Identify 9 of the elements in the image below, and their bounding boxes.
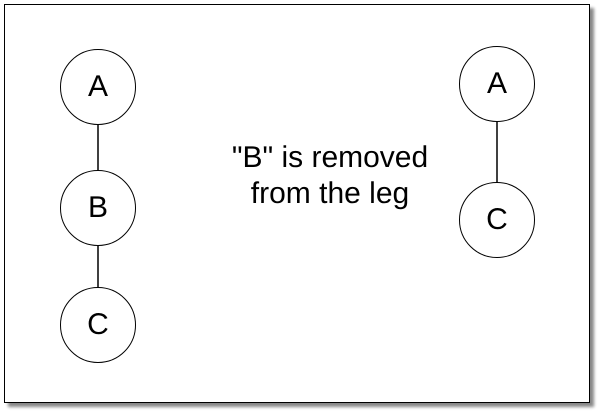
node-label: C xyxy=(486,203,508,237)
connector-line xyxy=(97,125,99,170)
connector-line xyxy=(496,122,498,182)
node-label: B xyxy=(88,191,108,225)
note-text: "B" is removed from the leg xyxy=(230,140,430,212)
node-label: A xyxy=(486,67,507,101)
connector-line xyxy=(97,246,99,287)
node-label: C xyxy=(87,308,109,342)
node-label: A xyxy=(88,70,108,104)
